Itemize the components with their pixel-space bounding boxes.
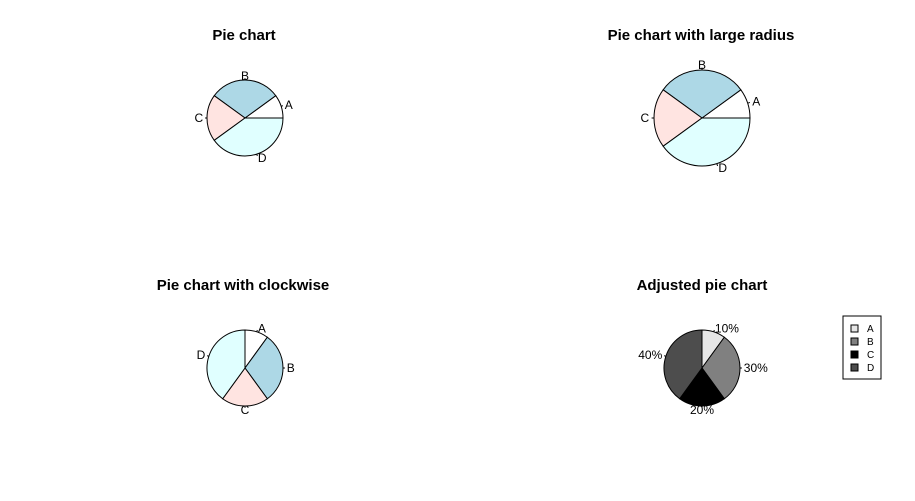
slice-label: 20% bbox=[690, 403, 714, 417]
slice-label-tick bbox=[713, 329, 715, 333]
chart-title: Adjusted pie chart bbox=[637, 277, 768, 294]
pie-slice-b bbox=[662, 69, 742, 119]
pie-slice-40 bbox=[663, 329, 703, 400]
slice-label: B bbox=[241, 69, 249, 83]
slice-label: 30% bbox=[744, 361, 768, 375]
slice-label-tick bbox=[280, 105, 284, 107]
legend-swatch bbox=[850, 363, 859, 372]
pie-slice-d bbox=[662, 117, 751, 167]
slice-label-tick bbox=[663, 355, 667, 357]
chart-title: Pie chart bbox=[212, 27, 275, 44]
legend-swatch bbox=[850, 350, 859, 359]
slice-label-tick bbox=[256, 153, 258, 157]
legend-box bbox=[842, 315, 882, 380]
slice-label: B bbox=[287, 361, 295, 375]
slice-label: 40% bbox=[638, 348, 662, 362]
legend-swatch bbox=[850, 337, 859, 346]
slice-label: C bbox=[241, 403, 250, 417]
slice-label: D bbox=[718, 161, 727, 175]
slice-label: C bbox=[195, 111, 204, 125]
slice-label: B bbox=[698, 58, 706, 72]
slice-label: 10% bbox=[715, 321, 739, 335]
legend-swatch bbox=[850, 324, 859, 333]
pie-slice-d bbox=[206, 329, 246, 400]
slice-label: A bbox=[752, 95, 760, 109]
legend-label: C bbox=[867, 350, 874, 361]
slice-label: D bbox=[258, 151, 267, 165]
legend-label: B bbox=[867, 337, 874, 348]
chart-title: Pie chart with large radius bbox=[608, 27, 795, 44]
legend-label: D bbox=[867, 363, 874, 374]
slice-label: A bbox=[285, 98, 293, 112]
slice-label-tick bbox=[256, 329, 258, 333]
pie-slice-d bbox=[213, 117, 284, 157]
pie-slice-c bbox=[653, 89, 703, 147]
slice-label-tick bbox=[747, 101, 751, 104]
legend-label: A bbox=[867, 324, 874, 335]
slice-label: D bbox=[197, 348, 206, 362]
slice-label-tick bbox=[716, 163, 719, 167]
slice-label: C bbox=[641, 111, 650, 125]
slice-label-tick bbox=[206, 355, 210, 357]
chart-title: Pie chart with clockwise bbox=[157, 277, 330, 294]
slice-label: A bbox=[258, 321, 266, 335]
